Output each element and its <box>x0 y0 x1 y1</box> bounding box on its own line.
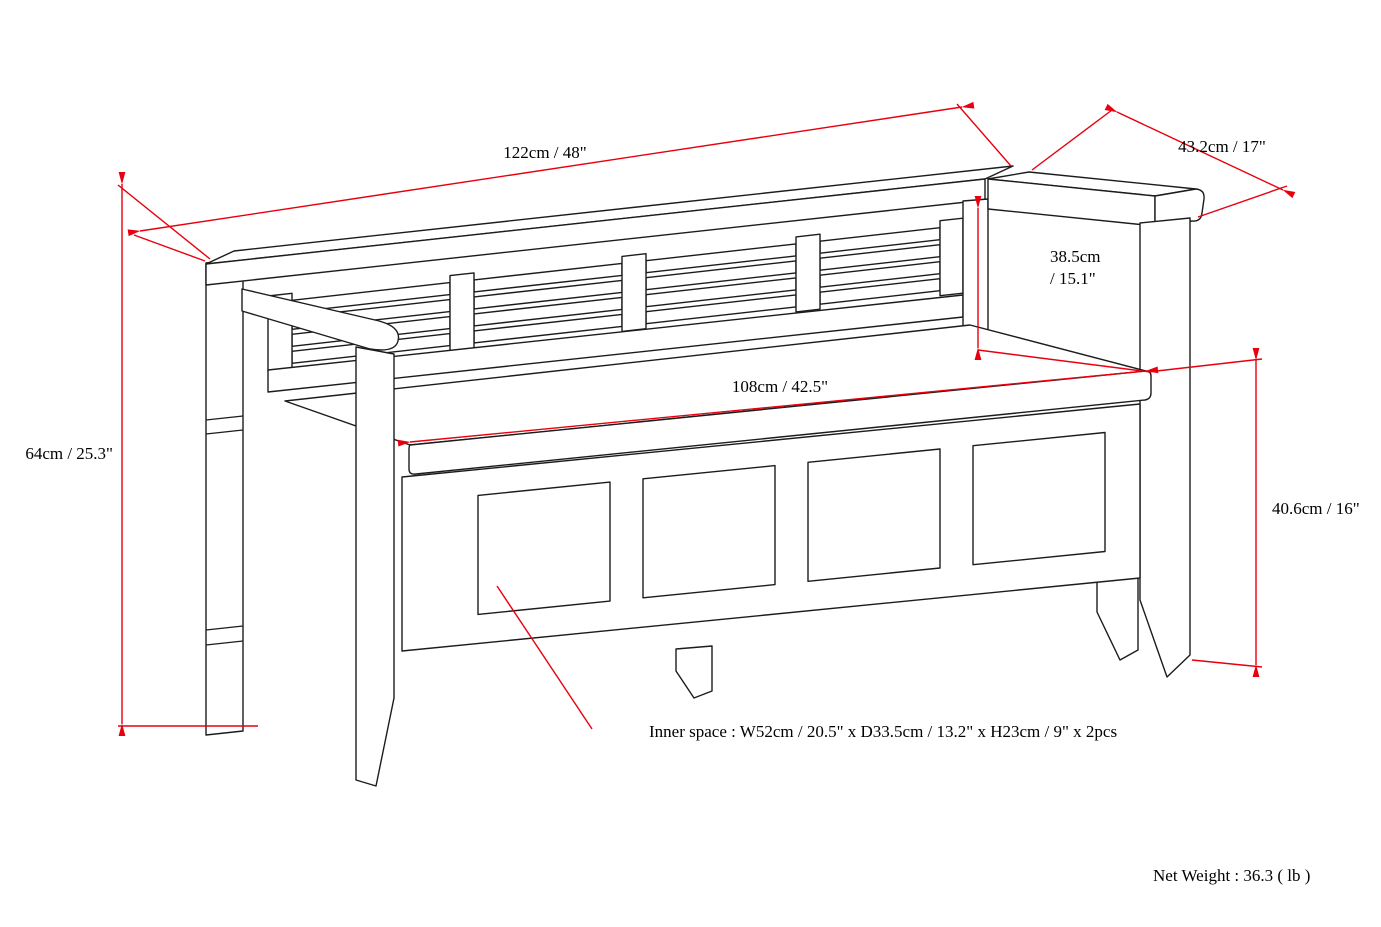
left-front-leg <box>355 346 395 787</box>
inner-space-label: Inner space : W52cm / 20.5" x D33.5cm / … <box>649 722 1117 741</box>
left-arm <box>241 288 400 787</box>
dim-back-height-label-line1: 38.5cm <box>1050 247 1101 266</box>
back-slats <box>291 226 941 364</box>
center-front-leg <box>675 645 713 699</box>
dim-width-top <box>127 101 1012 262</box>
dim-depth-label: 43.2cm / 17" <box>1178 137 1266 156</box>
dim-depth <box>1031 103 1296 218</box>
dimension-overlay <box>117 101 1296 736</box>
dim-overall-height-label: 64cm / 25.3" <box>25 444 113 463</box>
dim-width-top-label: 122cm / 48" <box>503 143 586 162</box>
dim-back-height-label-line2: / 15.1" <box>1050 269 1096 288</box>
left-arm-rail <box>241 288 400 351</box>
storage-panels <box>477 431 1106 616</box>
dim-seat-width-label: 108cm / 42.5" <box>732 377 828 396</box>
dimension-labels: 122cm / 48" 43.2cm / 17" 38.5cm / 15.1" … <box>25 137 1359 885</box>
dim-seat-height-label: 40.6cm / 16" <box>1272 499 1360 518</box>
net-weight-label: Net Weight : 36.3 ( lb ) <box>1153 866 1310 885</box>
inner-space-leader <box>496 585 593 730</box>
dim-seat-height <box>1147 348 1263 677</box>
left-rear-post <box>205 258 244 736</box>
dim-seat-width <box>397 366 1159 447</box>
left-rear-post-joint-ticks <box>205 415 244 646</box>
right-front-leg <box>1139 217 1191 678</box>
right-arm <box>987 171 1205 227</box>
dim-overall-height <box>117 172 258 736</box>
